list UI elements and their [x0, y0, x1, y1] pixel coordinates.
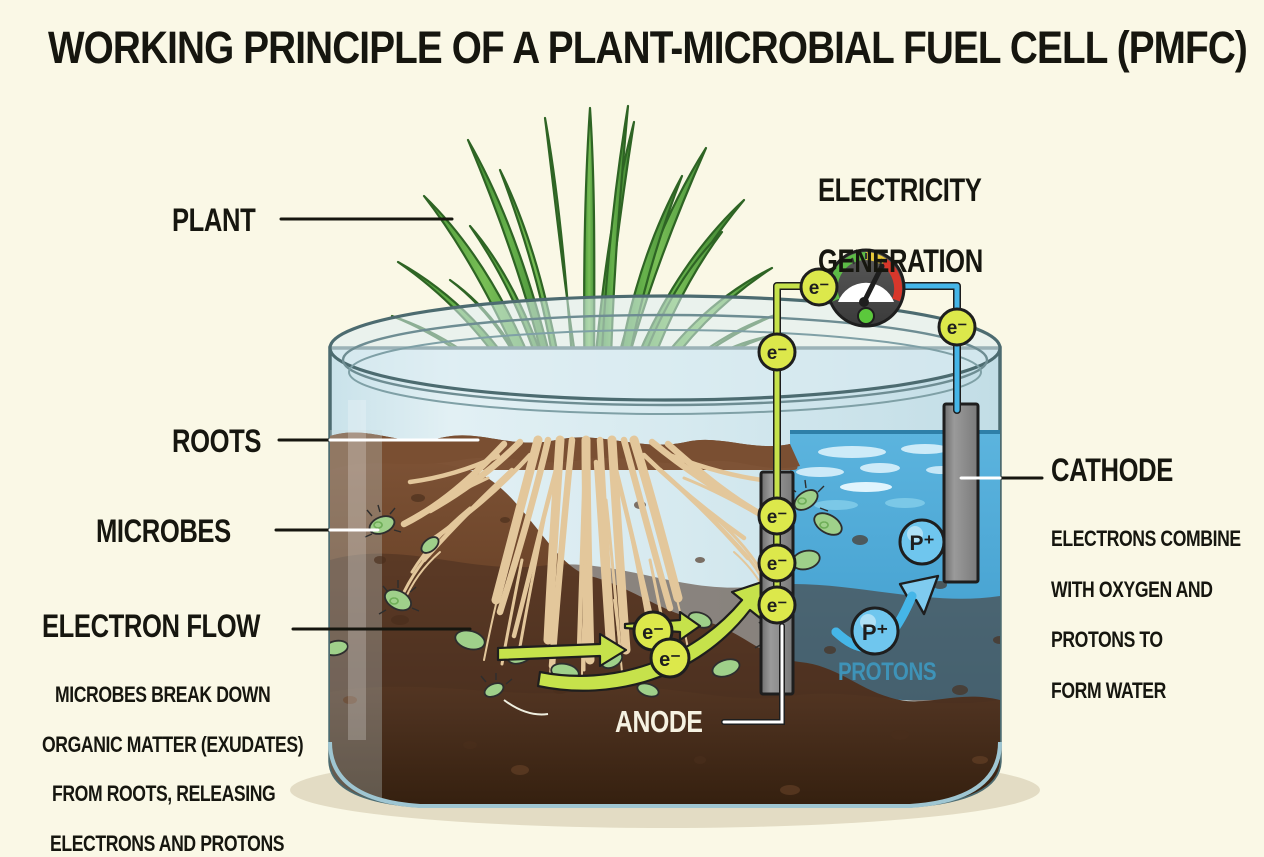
- tank-glass-sheen: [348, 400, 366, 740]
- electricity-generation-block: ELECTRICITY GENERATION: [818, 172, 1024, 279]
- electron-flow-line-3: FROM ROOTS, RELEASING: [52, 781, 276, 807]
- page-title: WORKING PRINCIPLE OF A PLANT-MICROBIAL F…: [48, 22, 1248, 73]
- electricity-meter: [826, 248, 906, 328]
- electron-flow-line-1: MICROBES BREAK DOWN: [55, 682, 271, 707]
- cathode-electrode: [942, 402, 980, 584]
- tank-rim: [328, 294, 1002, 415]
- cathode-block: CATHODE ELECTRONS COMBINE WITH OXYGEN AN…: [1051, 452, 1264, 703]
- label-protons: PROTONS: [838, 658, 937, 686]
- svg-text:e⁻: e⁻: [767, 596, 788, 617]
- tank-bottom-edge: [328, 741, 1002, 808]
- proton-badges: P⁺ P⁺: [850, 518, 946, 656]
- meter-led: [857, 307, 875, 325]
- svg-text:e⁻: e⁻: [767, 554, 788, 575]
- cathode-description: ELECTRONS COMBINE WITH OXYGEN AND PROTON…: [1051, 526, 1264, 702]
- svg-text:e⁻: e⁻: [767, 507, 788, 528]
- electron-flow-description: MICROBES BREAK DOWN ORGANIC MATTER (EXUD…: [42, 682, 368, 855]
- label-generation: GENERATION: [818, 243, 983, 279]
- cathode-line-1: ELECTRONS COMBINE: [1051, 526, 1241, 551]
- cathode-line-4: FORM WATER: [1051, 677, 1166, 703]
- svg-text:P⁺: P⁺: [909, 532, 934, 555]
- svg-text:e⁻: e⁻: [767, 343, 788, 364]
- cathode-line-3: PROTONS TO: [1051, 627, 1163, 653]
- label-roots: ROOTS: [172, 423, 262, 459]
- svg-text:e⁻: e⁻: [659, 649, 681, 671]
- svg-text:e⁻: e⁻: [947, 318, 968, 339]
- microbes: [330, 479, 843, 716]
- label-cathode: CATHODE: [1051, 452, 1173, 488]
- electron-flow-block: ELECTRON FLOW MICROBES BREAK DOWN ORGANI…: [42, 608, 368, 856]
- svg-text:e⁻: e⁻: [642, 622, 664, 644]
- electron-flow-line-4: ELECTRONS AND PROTONS: [50, 830, 285, 856]
- root-system: [400, 435, 776, 681]
- svg-text:e⁻: e⁻: [809, 278, 830, 299]
- label-electron-flow: ELECTRON FLOW: [42, 608, 261, 644]
- label-electricity: ELECTRICITY: [818, 172, 982, 208]
- electron-badges: e⁻ e⁻ e⁻ e⁻ e⁻ e⁻ e⁻ e⁻: [632, 267, 977, 679]
- electron-flow-line-2: ORGANIC MATTER (EXUDATES): [42, 731, 304, 757]
- leader-lines: [274, 217, 1044, 725]
- label-anode: ANODE: [615, 704, 703, 739]
- cathode-line-2: WITH OXYGEN AND: [1051, 576, 1213, 602]
- proton-arrow-head: [898, 574, 940, 616]
- label-microbes: MICROBES: [96, 513, 231, 549]
- label-plant: PLANT: [172, 202, 256, 238]
- svg-text:P⁺: P⁺: [862, 620, 888, 645]
